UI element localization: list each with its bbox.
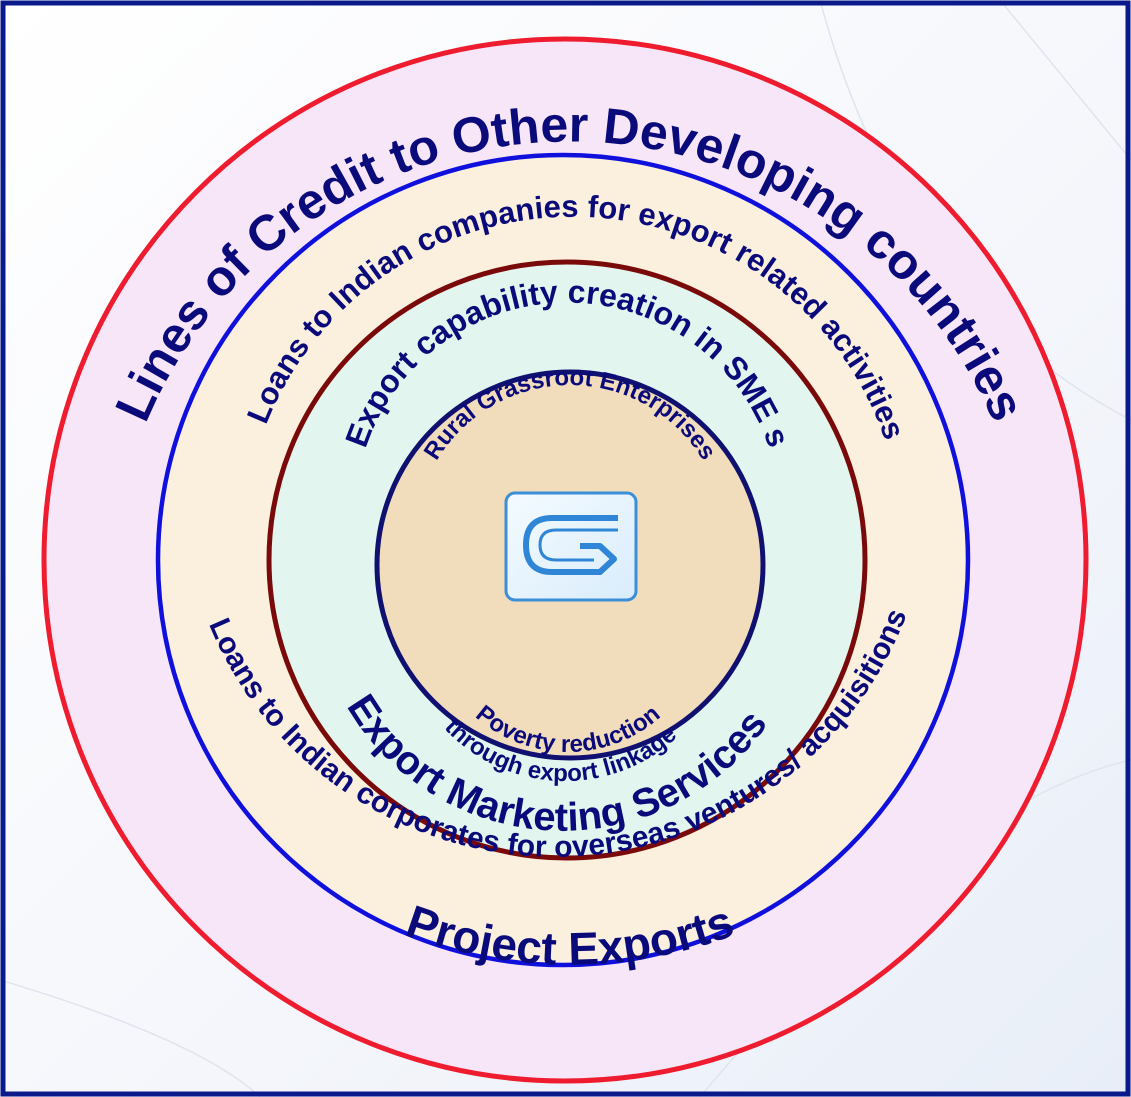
exim-logo-icon: [504, 491, 638, 602]
